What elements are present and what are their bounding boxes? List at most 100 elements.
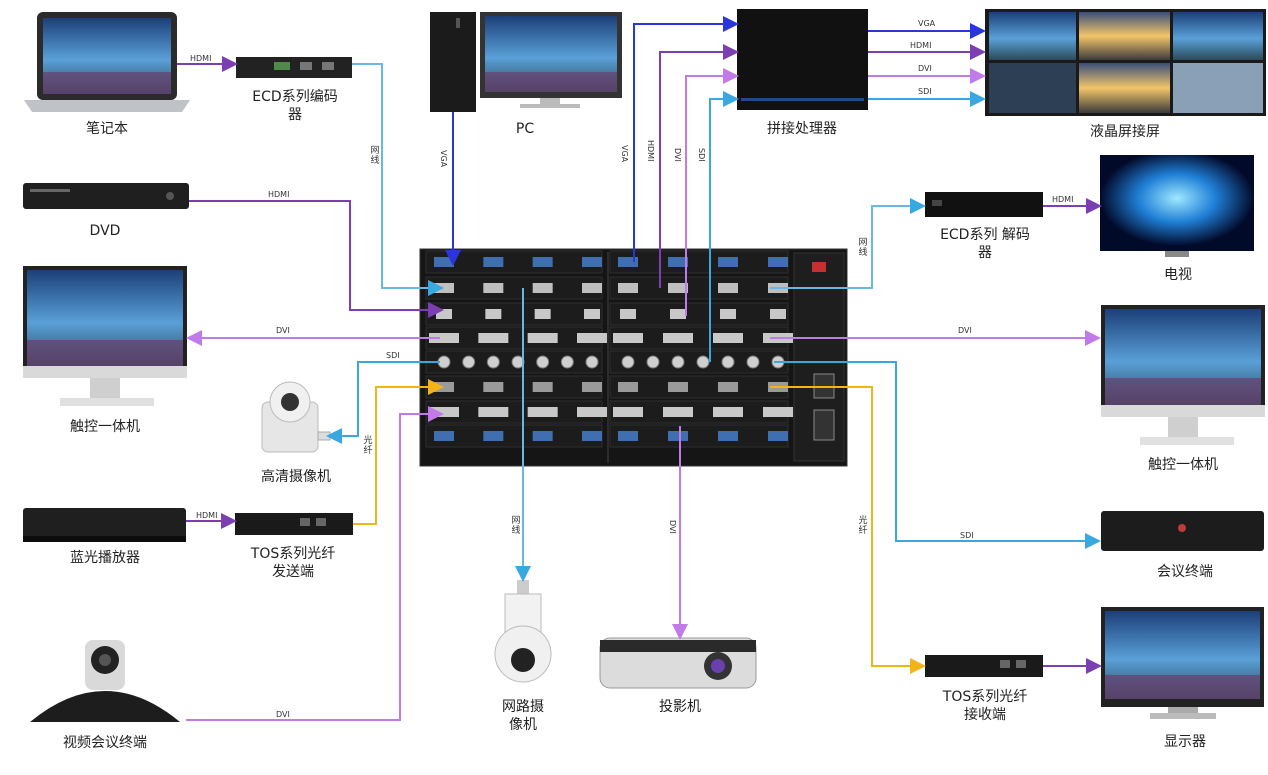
matrix-port [532,257,553,267]
touch-right-label: 触控一体机 [1148,457,1218,473]
link-label-dvi: DVI [668,520,677,534]
link-label-sdi: SDI [697,148,706,162]
matrix-port [434,257,454,267]
matrix-port [532,431,553,441]
matrix-port [671,355,685,369]
link-label-hdmi: HDMI [196,511,218,520]
link-label-hdmi: HDMI [910,41,932,50]
link-label-dvi: DVI [918,64,932,73]
matrix-port [613,407,643,417]
matrix-port [577,407,607,417]
matrix-switcher [419,248,848,467]
ecd-encoder-device [236,57,352,78]
matrix-port [668,257,688,267]
matrix-port [770,309,786,319]
matrix-port [429,333,459,343]
matrix-port [534,309,551,319]
monitor-label: 显示器 [1164,734,1206,750]
tos-sender-device [235,513,353,535]
tv-device [1100,155,1254,257]
pc-label: PC [515,121,535,137]
link-label-fiber: 光纤 [363,436,373,456]
bluray-device [23,508,186,542]
matrix-port [618,283,638,293]
matrix-port [696,355,710,369]
matrix-port [618,382,638,392]
touch-left-device [23,266,187,406]
link-label-network: 网线 [858,238,868,258]
matrix-port [663,407,693,417]
ecd-encoder-label: ECD系列编码 器 [252,89,338,123]
bluray-label: 蓝光播放器 [70,550,140,566]
link-label-network: 网线 [511,516,521,536]
matrix-port [713,407,743,417]
projector-device [599,637,757,689]
matrix-port [582,257,602,267]
conference-terminal-device [1101,511,1264,551]
matrix-port [720,309,736,319]
matrix-port [478,333,509,343]
matrix-port [462,355,476,369]
matrix-port [429,407,459,417]
matrix-port [620,309,636,319]
link-label-dvi: DVI [958,326,972,335]
matrix-port [768,257,788,267]
laptop-device [24,12,190,112]
hd-camera-label: 高清摄像机 [261,469,331,485]
link-label-vga: VGA [620,145,629,163]
matrix-port [670,309,686,319]
link-label-fiber: 光纤 [858,516,868,536]
link-label-dvi: DVI [276,710,290,719]
matrix-port [436,309,452,319]
matrix-port [485,309,502,319]
pc-device [430,12,622,112]
matrix-port [718,283,738,293]
dvd-device [23,183,189,209]
link-label-hdmi: HDMI [1052,195,1074,204]
matrix-port [483,382,504,392]
video-conf-device [30,640,180,722]
ip-camera-device [494,580,552,683]
hd-camera-device [261,381,331,453]
ecd-decoder-label: ECD系列 解码 器 [940,227,1030,261]
matrix-port [483,431,504,441]
matrix-port [536,355,550,369]
link-label-sdi: SDI [386,351,400,360]
matrix-port [721,355,735,369]
matrix-port [560,355,574,369]
matrix-port [668,283,688,293]
matrix-port [577,333,607,343]
link-label-sdi: SDI [918,87,932,96]
matrix-port [763,407,793,417]
matrix-port [618,257,638,267]
conference-terminal-label: 会议终端 [1157,564,1213,580]
laptop-label: 笔记本 [86,121,128,137]
matrix-port [618,431,638,441]
matrix-port [486,355,500,369]
matrix-port [718,431,738,441]
matrix-port [527,333,558,343]
matrix-port [718,382,738,392]
matrix-port [646,355,660,369]
matrix-port [434,382,454,392]
touch-left-label: 触控一体机 [70,419,140,435]
matrix-port [585,355,599,369]
matrix-port [532,382,553,392]
lcd-wall-label: 液晶屏接屏 [1090,124,1160,140]
video-conf-label: 视频会议终端 [63,735,147,751]
tos-receiver-device [925,655,1043,677]
link-label-vga: VGA [918,19,936,28]
matrix-port [434,283,454,293]
matrix-port [668,431,688,441]
ip-camera-label: 网路摄 像机 [502,699,544,733]
matrix-port [527,407,558,417]
ecd-decoder-device [925,192,1043,217]
cables [177,16,1102,721]
link-label-dvi: DVI [276,326,290,335]
matrix-port [668,382,688,392]
matrix-port [582,431,602,441]
monitor-device [1101,607,1264,719]
touch-right-device [1101,305,1265,445]
matrix-port [584,309,600,319]
